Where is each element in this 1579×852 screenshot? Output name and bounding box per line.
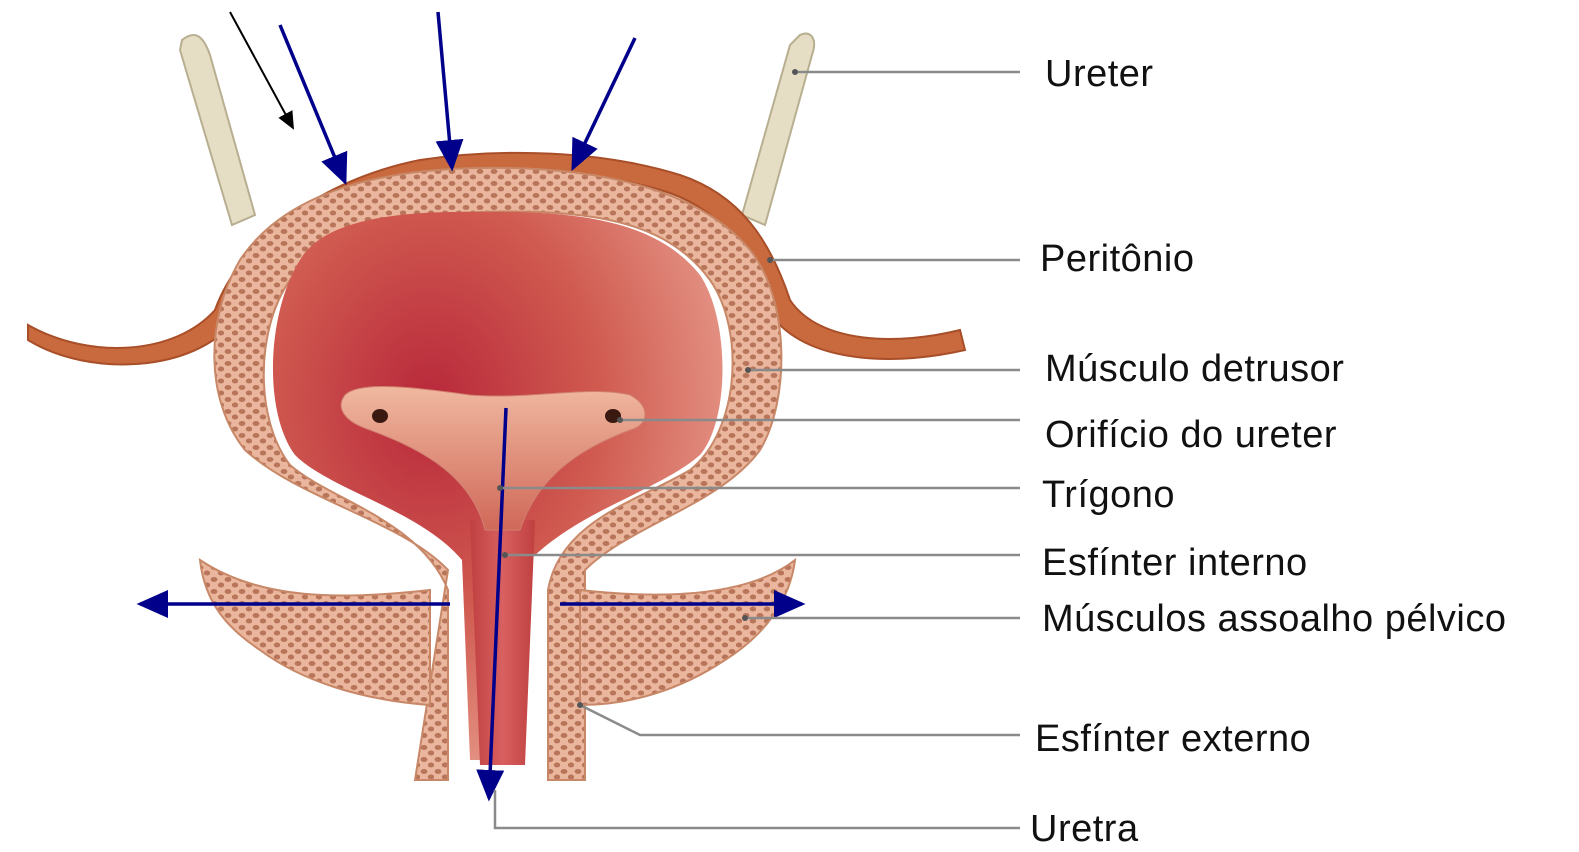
blue-arrow-top-center: [438, 12, 452, 168]
right-ureter: [742, 34, 814, 225]
leader-uretra: [495, 790, 1020, 828]
leader-esfincter-externo: [580, 705, 1020, 735]
pelvic-floor-left: [200, 560, 430, 705]
pelvic-floor-right: [580, 560, 795, 705]
label-esfincter-externo: Esfínter externo: [1035, 720, 1311, 758]
left-ureter: [180, 35, 255, 225]
label-musculos-assoalho-pelvico: Músculos assoalho pélvico: [1042, 600, 1507, 638]
left-ureteral-orifice: [372, 409, 388, 423]
label-esfincter-interno: Esfínter interno: [1042, 544, 1308, 582]
label-peritonio: Peritônio: [1040, 240, 1194, 278]
label-ureter: Ureter: [1045, 55, 1154, 93]
label-trigono: Trígono: [1042, 476, 1175, 514]
blue-arrow-top-left: [280, 25, 345, 182]
label-uretra: Uretra: [1030, 810, 1139, 848]
urethra-lumen: [470, 520, 535, 765]
blue-arrow-top-right: [573, 38, 635, 168]
label-musculo-detrusor: Músculo detrusor: [1045, 350, 1344, 388]
label-orificio-do-ureter: Orifício do ureter: [1045, 416, 1337, 454]
